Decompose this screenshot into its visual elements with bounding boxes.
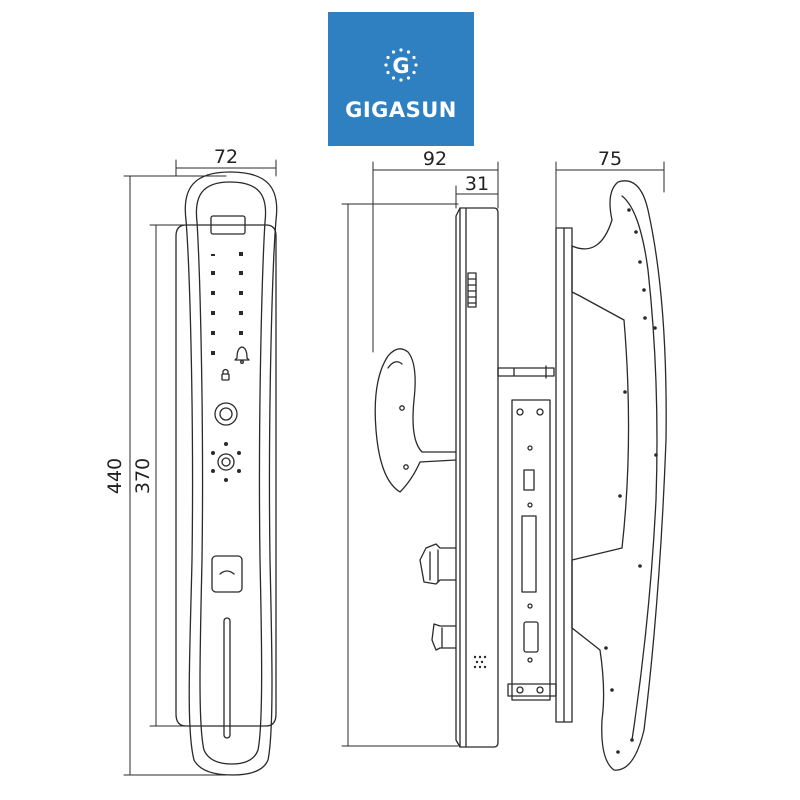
dim-total-height: 440 — [104, 458, 126, 494]
spindle-bar — [497, 367, 555, 377]
logo-wordmark: GIGASUN — [345, 98, 457, 122]
dim-front-width: 72 — [214, 146, 238, 168]
sun-dots-icon: G — [384, 48, 418, 82]
dim-depth-inner: 31 — [465, 173, 489, 195]
bell-icon — [234, 346, 250, 361]
speaker-grille — [473, 655, 487, 669]
logo-letter: G — [392, 54, 409, 78]
key-cover — [211, 555, 243, 593]
dim-depth-total: 92 — [423, 148, 447, 170]
lock-icon — [221, 373, 230, 381]
profile-view — [555, 180, 667, 771]
side-door-body — [459, 207, 499, 748]
display-window — [210, 215, 246, 235]
profile-back-plate — [555, 227, 573, 723]
gigasun-logo: G GIGASUN — [328, 12, 474, 146]
lever-handle — [374, 348, 457, 493]
profile-handle — [571, 180, 667, 771]
front-handle-outline — [184, 171, 278, 776]
front-handle-inner — [195, 181, 267, 765]
mounting-bar — [507, 683, 557, 697]
keypad-dots — [211, 252, 243, 482]
side-view — [374, 207, 557, 748]
dimension-lines — [123, 159, 665, 776]
front-view — [175, 171, 278, 776]
latch-window — [467, 272, 477, 308]
dim-side-width: 75 — [598, 148, 622, 170]
handle-slot — [223, 617, 231, 739]
camera-icon — [217, 453, 235, 471]
mortise-body — [511, 399, 551, 701]
thumb-knob-upper — [419, 543, 457, 585]
dim-body-height: 370 — [132, 458, 154, 494]
fingerprint-sensor — [214, 402, 238, 426]
thumb-knob-lower — [431, 623, 457, 651]
